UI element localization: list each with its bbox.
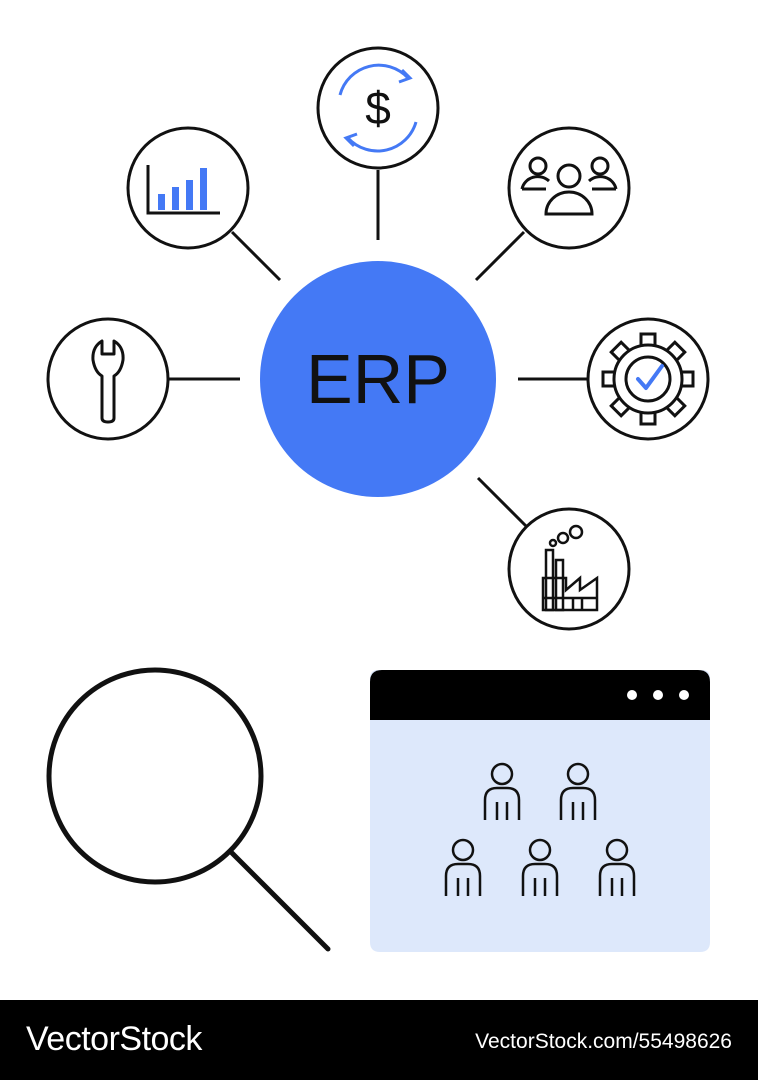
person-icon xyxy=(521,838,559,896)
connector-chart xyxy=(230,230,282,282)
person-icon xyxy=(483,762,521,820)
dollar-cycle-icon: $ xyxy=(316,46,440,170)
browser-window-icon xyxy=(370,670,710,952)
erp-label: ERP xyxy=(306,340,450,418)
person-icon xyxy=(559,762,597,820)
person-icon xyxy=(444,838,482,896)
bar-1 xyxy=(158,194,165,210)
erp-hub: ERP xyxy=(260,261,496,497)
connector-team xyxy=(474,230,526,282)
erp-illustration: ERP $ xyxy=(46,46,710,952)
factory-icon xyxy=(507,507,631,631)
window-titlebar xyxy=(370,670,710,720)
window-dot-1 xyxy=(627,690,637,700)
bar-chart-icon xyxy=(126,126,250,250)
bar-2 xyxy=(172,187,179,210)
dollar-glyph: $ xyxy=(365,82,391,134)
bar-4 xyxy=(200,168,207,210)
window-dot-3 xyxy=(679,690,689,700)
person-icon xyxy=(598,838,636,896)
wrench-icon xyxy=(46,317,170,441)
footer-url: VectorStock.com/55498626 xyxy=(475,1030,732,1053)
footer-brand: VectorStock xyxy=(26,1020,202,1058)
connector-factory xyxy=(476,476,528,528)
bar-3 xyxy=(186,180,193,210)
magnifying-glass-icon xyxy=(46,667,331,952)
window-dot-2 xyxy=(653,690,663,700)
footer-bar: VectorStock VectorStock.com/55498626 xyxy=(0,1000,758,1080)
gear-check-icon xyxy=(586,317,710,441)
team-icon xyxy=(507,126,631,250)
connector-lines xyxy=(168,170,588,528)
